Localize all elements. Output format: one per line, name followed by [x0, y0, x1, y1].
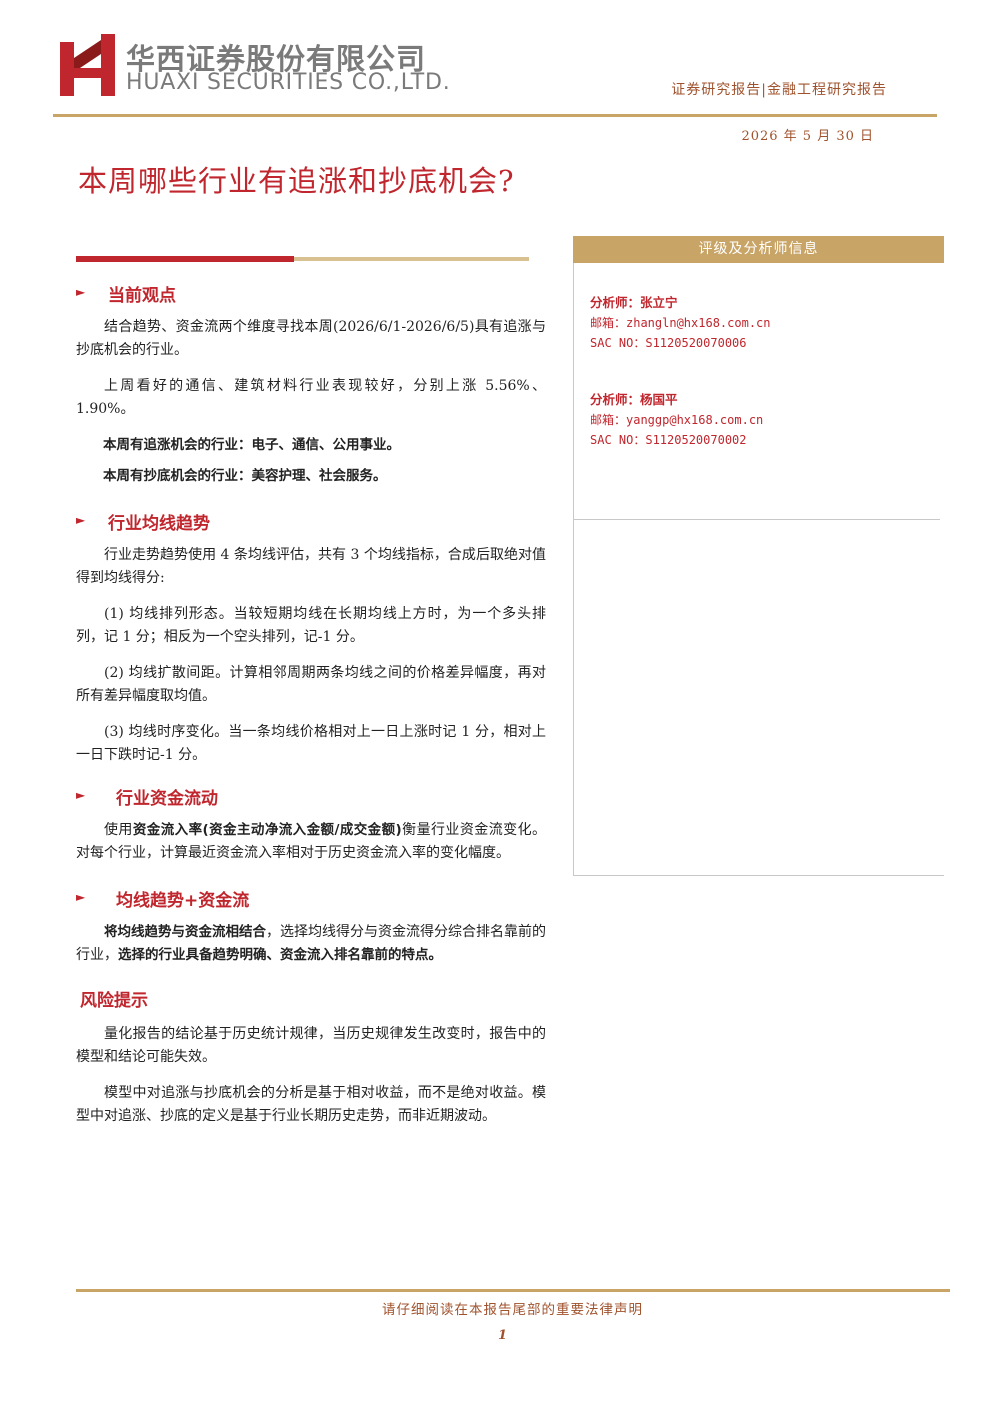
analyst-sac: SAC NO：S1120520070002 [590, 433, 747, 447]
content-rule-accent [76, 256, 294, 262]
content-rule [76, 257, 529, 261]
company-name-en: HUAXI SECURITIES CO.,LTD. [126, 70, 451, 95]
section-header-ma-plus-flow: ► 均线趋势+资金流 [76, 883, 546, 915]
sidebar-divider [573, 519, 940, 520]
paragraph: 上周看好的通信、建筑材料行业表现较好，分别上涨 5.56%、1.90%。 [76, 378, 546, 417]
paragraph: 使用资金流入率(资金主动净流入金额/成交金额)衡量行业资金流变化。对每个行业，计… [76, 822, 547, 861]
analyst-name: 分析师：杨国平 [590, 392, 678, 407]
page-number: 1 [497, 1328, 508, 1343]
main-content: ► 当前观点 结合趋势、资金流两个维度寻找本周(2026/6/1-2026/6/… [76, 278, 546, 1141]
section-header-fund-flow: ► 行业资金流动 [76, 781, 546, 813]
analyst-sac: SAC NO：S1120520070006 [590, 336, 747, 350]
triangle-bullet-icon: ► [76, 788, 86, 802]
analyst-card: 分析师：张立宁 邮箱：zhangln@hx168.com.cn SAC NO：S… [590, 293, 771, 353]
section-title: 行业资金流动 [116, 789, 218, 809]
company-logo: 华西证券股份有限公司 HUAXI SECURITIES CO.,LTD. [60, 30, 450, 100]
section-title: 行业均线趋势 [108, 514, 210, 534]
section-title: 均线趋势+资金流 [116, 891, 250, 911]
huaxi-logo-icon [60, 34, 115, 96]
section-title: 当前观点 [108, 286, 176, 306]
company-name-cn: 华西证券股份有限公司 [126, 42, 427, 76]
paragraph: 量化报告的结论基于历史统计规律，当历史规律发生改变时，报告中的模型和结论可能失效… [76, 1026, 546, 1065]
triangle-bullet-icon: ► [76, 285, 86, 299]
paragraph: (3) 均线时序变化。当一条均线价格相对上一日上涨时记 1 分，相对上一日下跌时… [76, 724, 546, 763]
analyst-email[interactable]: 邮箱：zhangln@hx168.com.cn [590, 316, 771, 330]
paragraph: (2) 均线扩散间距。计算相邻周期两条均线之间的价格差异幅度，再对所有差异幅度取… [76, 665, 546, 704]
sidebar-divider [573, 875, 944, 876]
report-date: 2026 年 5 月 30 日 [741, 129, 874, 144]
sidebar-body: 分析师：张立宁 邮箱：zhangln@hx168.com.cn SAC NO：S… [573, 263, 944, 547]
report-title: 本周哪些行业有追涨和抄底机会? [78, 164, 515, 198]
section-title: 风险提示 [80, 991, 148, 1011]
paragraph: 结合趋势、资金流两个维度寻找本周(2026/6/1-2026/6/5)具有追涨与… [76, 319, 546, 358]
analyst-email[interactable]: 邮箱：yanggp@hx168.com.cn [590, 413, 764, 427]
legal-notice: 请仔细阅读在本报告尾部的重要法律声明 [382, 1302, 643, 1318]
chase-industries: 本周有追涨机会的行业：电子、通信、公用事业。 [103, 437, 400, 453]
report-type: 证券研究报告|金融工程研究报告 [671, 82, 887, 98]
analyst-card: 分析师：杨国平 邮箱：yanggp@hx168.com.cn SAC NO：S1… [590, 390, 763, 450]
analyst-name: 分析师：张立宁 [590, 295, 678, 310]
paragraph: 将均线趋势与资金流相结合，选择均线得分与资金流得分综合排名靠前的行业，选择的行业… [76, 924, 546, 963]
sidebar-border [573, 520, 574, 875]
triangle-bullet-icon: ► [76, 513, 86, 527]
sidebar-title: 评级及分析师信息 [573, 236, 944, 263]
bottom-fishing-industries: 本周有抄底机会的行业：美容护理、社会服务。 [103, 468, 387, 484]
paragraph: 模型中对追涨与抄底机会的分析是基于相对收益，而不是绝对收益。模型中对追涨、抄底的… [76, 1085, 546, 1124]
paragraph: 行业走势趋势使用 4 条均线评估，共有 3 个均线指标，合成后取绝对值得到均线得… [76, 547, 546, 586]
header-divider [53, 114, 937, 117]
paragraph: (1) 均线排列形态。当较短期均线在长期均线上方时，为一个多头排列，记 1 分；… [76, 606, 546, 645]
section-header-current-view: ► 当前观点 [76, 278, 546, 310]
footer-divider [76, 1289, 950, 1292]
section-header-ma-trend: ► 行业均线趋势 [76, 506, 546, 538]
section-header-risk: 风险提示 [76, 985, 546, 1017]
triangle-bullet-icon: ► [76, 890, 86, 904]
analyst-sidebar: 评级及分析师信息 分析师：张立宁 邮箱：zhangln@hx168.com.cn… [573, 236, 944, 547]
